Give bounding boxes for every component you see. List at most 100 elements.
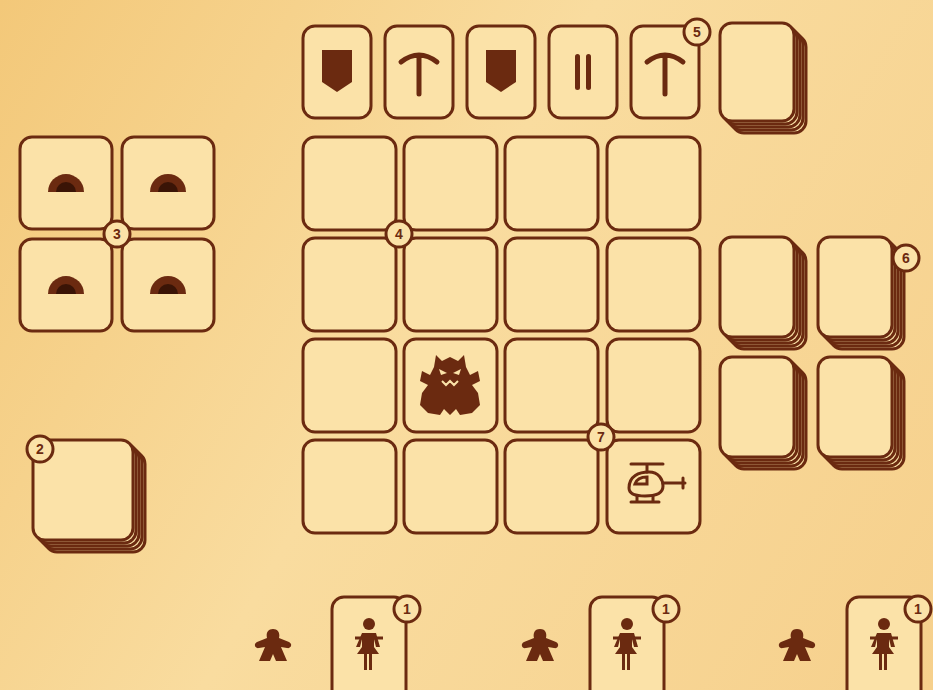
tile-outline — [607, 440, 700, 533]
callout-circle — [588, 424, 614, 450]
grid-tile — [607, 440, 700, 533]
monster-eye — [439, 369, 447, 375]
tile-outline — [404, 440, 497, 533]
stack-card — [720, 237, 794, 337]
event-deck — [720, 357, 806, 469]
pickaxe-icon — [647, 55, 683, 94]
tile-outline — [505, 339, 598, 432]
grid-tile — [303, 238, 396, 331]
dome-inner — [56, 284, 76, 294]
tile-outline — [505, 238, 598, 331]
callout-circle — [684, 19, 710, 45]
tile-outline — [303, 137, 396, 230]
tile-outline — [607, 238, 700, 331]
player-meeple — [522, 629, 558, 661]
tile-outline — [20, 239, 112, 331]
monster-body — [420, 355, 480, 415]
callout-circle — [653, 596, 679, 622]
callout-number: 1 — [653, 596, 679, 622]
tile-outline — [20, 137, 112, 229]
callout-number: 3 — [104, 221, 130, 247]
callout-number: 6 — [893, 245, 919, 271]
dome-tile — [20, 239, 112, 331]
person-arms — [870, 637, 898, 640]
grid-tile — [404, 339, 497, 432]
callout-circle — [27, 436, 53, 462]
stack-card — [818, 237, 892, 337]
tile-outline — [607, 137, 700, 230]
dome-icon — [150, 276, 186, 294]
callout-number: 2 — [27, 436, 53, 462]
draw-deck — [720, 23, 806, 133]
grid-tile — [607, 238, 700, 331]
grid-tile — [404, 238, 497, 331]
dome-tile — [122, 137, 214, 229]
stack-card — [818, 357, 892, 457]
tile-outline — [404, 339, 497, 432]
dome-tile — [122, 239, 214, 331]
dome-icon — [150, 174, 186, 192]
event-deck — [818, 237, 904, 349]
item-card — [303, 26, 371, 118]
stack-card — [720, 357, 794, 457]
tile-outline — [303, 440, 396, 533]
skids — [631, 496, 659, 502]
grid-tile — [505, 339, 598, 432]
dome-inner — [56, 182, 76, 192]
card-outline — [467, 26, 535, 118]
card-outline — [549, 26, 617, 118]
tile-outline — [505, 440, 598, 533]
callout-number: 1 — [905, 596, 931, 622]
grid-tile — [303, 440, 396, 533]
grid-tile — [404, 440, 497, 533]
person-arms — [613, 637, 641, 640]
tile-outline — [404, 137, 497, 230]
callout-number: 4 — [386, 221, 412, 247]
shield-icon — [322, 50, 352, 92]
tile-outline — [122, 239, 214, 331]
callout-circle — [893, 245, 919, 271]
tile-outline — [607, 339, 700, 432]
event-deck — [818, 357, 904, 469]
person-arms — [355, 637, 383, 640]
dome-inner — [158, 284, 178, 294]
tile-outline — [303, 238, 396, 331]
window — [635, 477, 647, 484]
callout-circle — [394, 596, 420, 622]
dome-icon — [48, 174, 84, 192]
callout-badges — [27, 19, 931, 622]
fuselage — [629, 472, 663, 496]
grid-tile — [303, 137, 396, 230]
player-meeple — [779, 629, 815, 661]
card-outline — [385, 26, 453, 118]
person-head — [878, 618, 890, 630]
grid-tile — [607, 137, 700, 230]
item-card — [385, 26, 453, 118]
callout-circle — [104, 221, 130, 247]
monster-icon — [420, 355, 480, 415]
monster-mouth — [442, 381, 458, 385]
tile-outline — [303, 339, 396, 432]
grid-tile — [404, 137, 497, 230]
dome-tile — [20, 137, 112, 229]
item-card — [549, 26, 617, 118]
monster-eye — [453, 369, 461, 375]
grid-tile — [505, 137, 598, 230]
stack-card — [720, 23, 794, 121]
grid-tile — [505, 238, 598, 331]
dome-inner — [158, 182, 178, 192]
shield-icon — [486, 50, 516, 92]
bar-icon — [586, 54, 591, 90]
item-card — [467, 26, 535, 118]
bar-icon — [575, 54, 580, 90]
grid-tile — [303, 339, 396, 432]
callout-number: 7 — [588, 424, 614, 450]
grid-tile — [505, 440, 598, 533]
helicopter-icon — [629, 464, 685, 502]
callout-number: 1 — [394, 596, 420, 622]
tile-outline — [505, 137, 598, 230]
callout-number: 5 — [684, 19, 710, 45]
player-meeple — [255, 629, 291, 661]
card-outline — [303, 26, 371, 118]
tile-outline — [122, 137, 214, 229]
